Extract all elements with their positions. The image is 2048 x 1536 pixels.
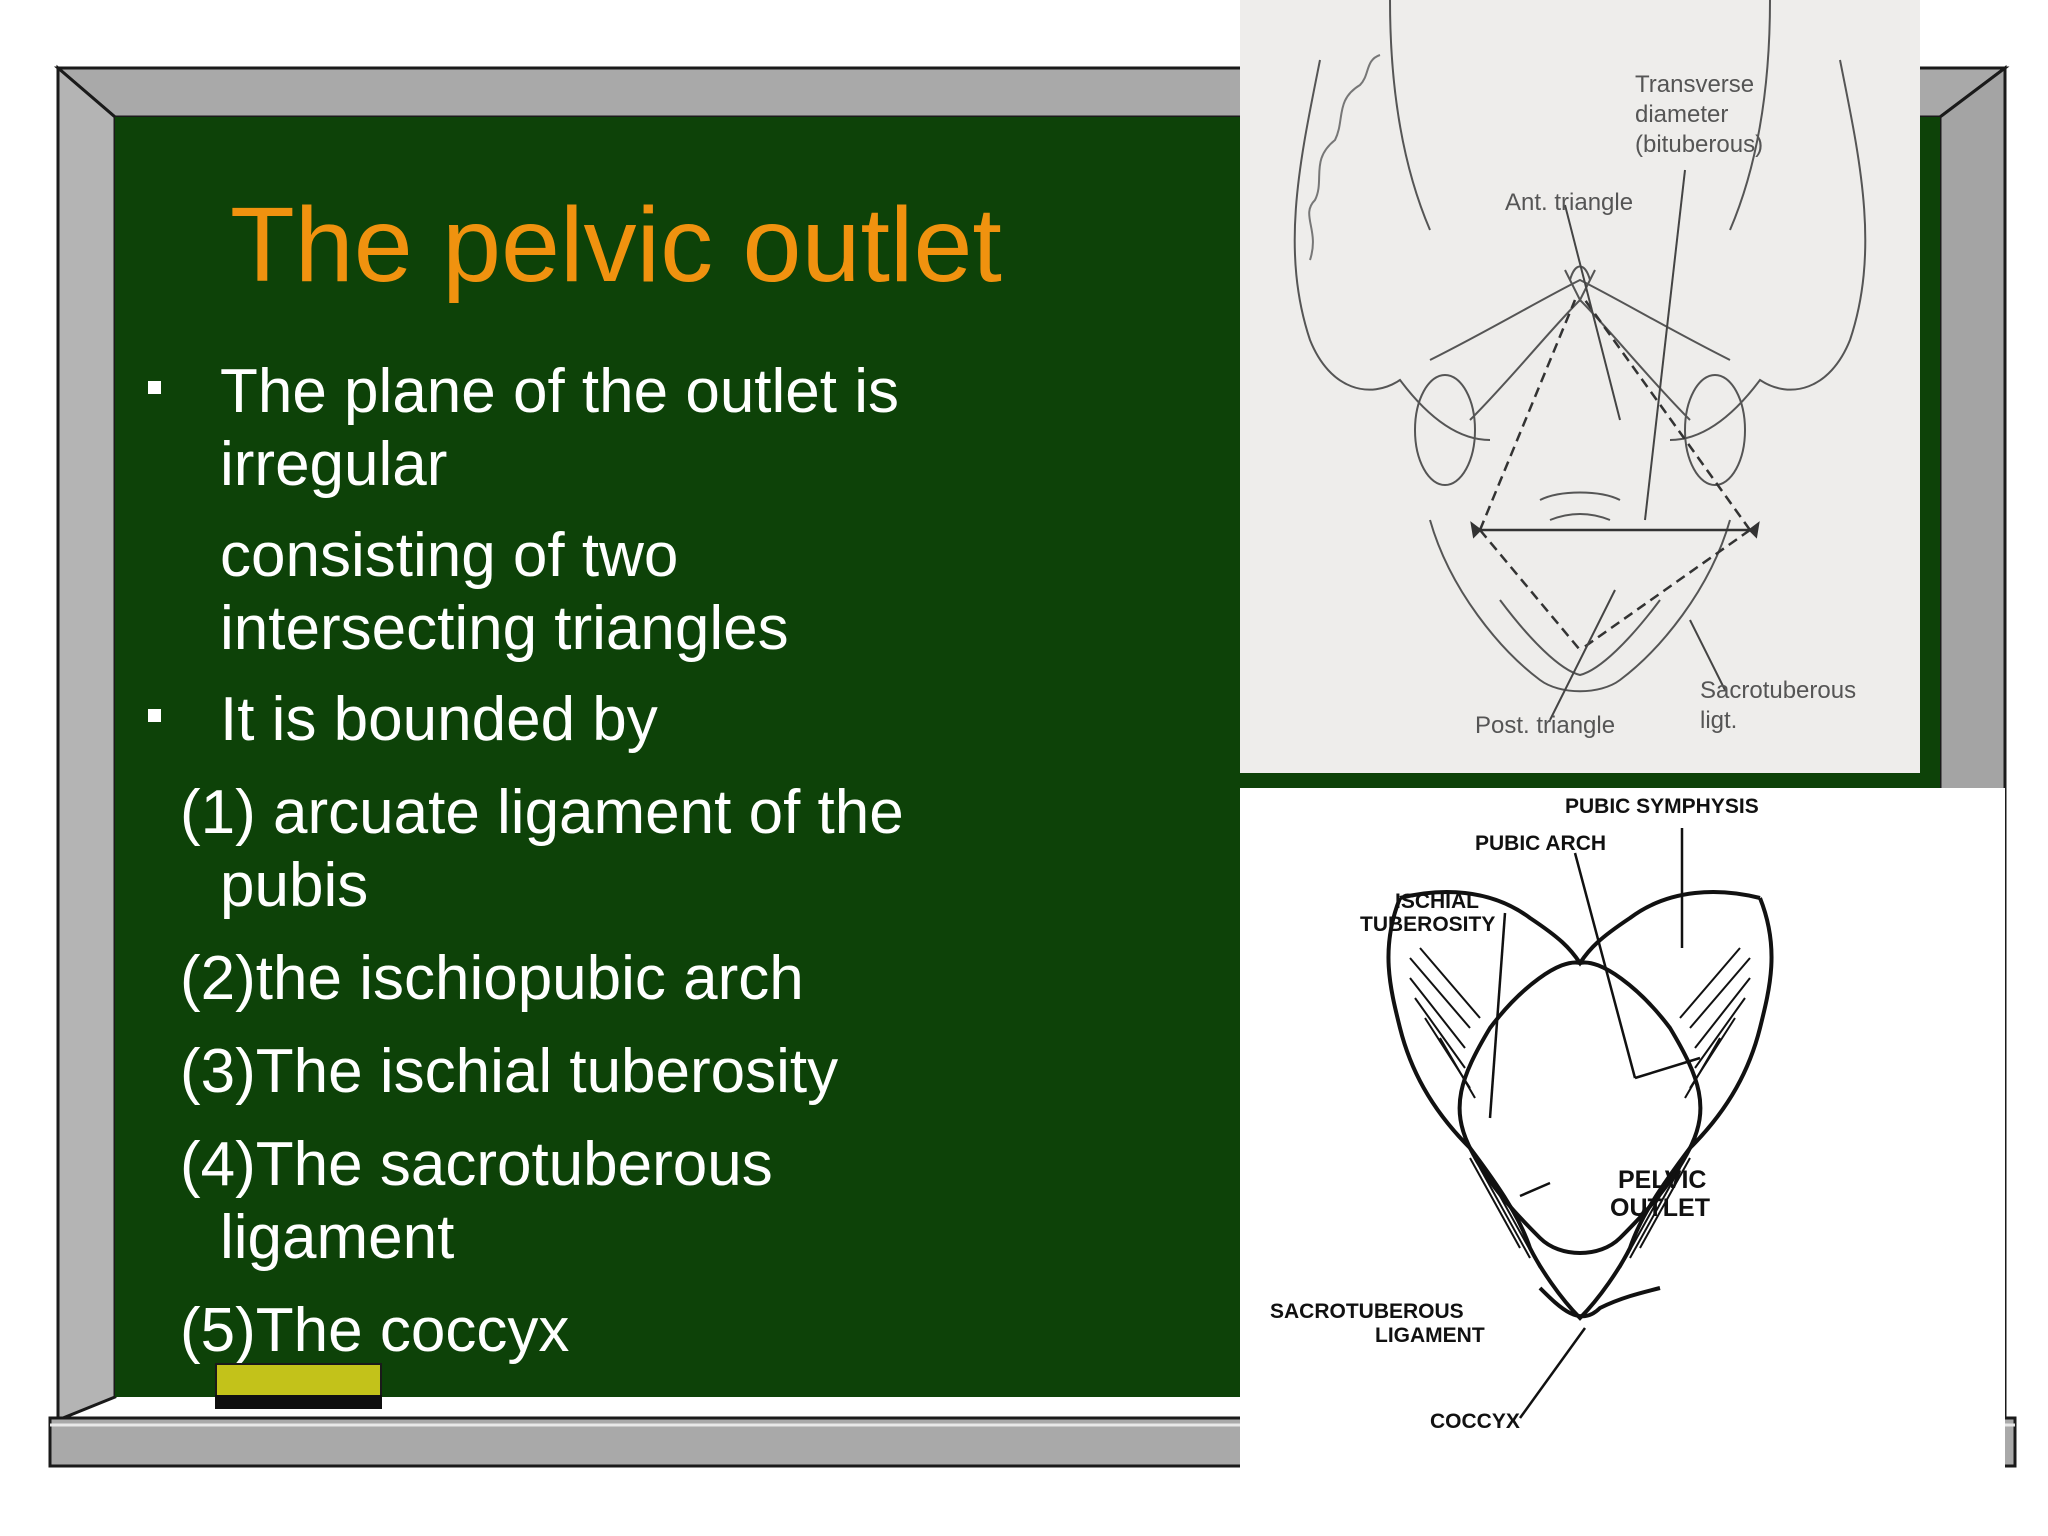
handwritten-signature [1308, 54, 1381, 261]
label-sacrotuberous-ligt: ligt. [1700, 707, 1737, 734]
bullet-text-line: consisting of two [220, 521, 679, 590]
label-transverse-diameter: Transverse [1635, 71, 1754, 98]
square-bullet-icon [148, 709, 161, 722]
pelvis-sketch-illustration: Transverse diameter (bituberous) Ant. tr… [1293, 0, 1867, 739]
label-sacrotuberous-ligt: Sacrotuberous [1700, 677, 1856, 704]
boundary-text-line: (5)The coccyx [180, 1296, 570, 1365]
pelvis-ink-illustration: PUBIC SYMPHYSIS PUBIC ARCH ISCHIAL TUBER… [1270, 795, 1774, 1433]
chalk-eraser-base [215, 1395, 382, 1409]
continuation-text: consisting of two intersecting triangles [140, 519, 1240, 665]
boundary-item: (3)The ischial tuberosity [140, 1035, 1240, 1108]
slide-title: The pelvic outlet [230, 186, 1002, 304]
label-pelvic-outlet: OUTLET [1610, 1194, 1710, 1222]
bullet-text-line: The plane of the outlet is [220, 357, 900, 426]
chalk-eraser-icon [215, 1363, 382, 1397]
bullet-text-line: intersecting triangles [220, 594, 789, 663]
boundary-text-line: (2)the ischiopubic arch [180, 944, 804, 1013]
boundary-item: (4)The sacrotuberous ligament [140, 1128, 1240, 1274]
label-pubic-arch: PUBIC ARCH [1475, 832, 1606, 855]
label-ant-triangle: Ant. triangle [1505, 189, 1633, 216]
boundary-item: (1) arcuate ligament of the pubis [140, 776, 1240, 922]
boundary-item: (2)the ischiopubic arch [140, 942, 1240, 1015]
boundary-text-line: (1) arcuate ligament of the [180, 778, 904, 847]
label-transverse-diameter: diameter [1635, 101, 1728, 128]
label-post-triangle: Post. triangle [1475, 712, 1615, 739]
label-ischial-tuberosity: ISCHIAL [1395, 890, 1479, 913]
label-sacrotuberous-ligament: SACROTUBEROUS [1270, 1300, 1464, 1323]
label-transverse-diameter: (bituberous) [1635, 131, 1763, 158]
boundary-text-line: (4)The sacrotuberous [180, 1130, 773, 1199]
label-sacrotuberous-ligament: LIGAMENT [1375, 1324, 1485, 1347]
label-coccyx: COCCYX [1430, 1410, 1520, 1433]
pelvic-outlet-triangles-figure: Transverse diameter (bituberous) Ant. tr… [1240, 0, 1920, 773]
bullet-text-line: It is bounded by [220, 685, 658, 754]
label-pelvic-outlet: PELVIC [1618, 1166, 1706, 1194]
bullet-point: It is bounded by [140, 683, 1240, 756]
bullet-text-line: irregular [220, 430, 448, 499]
boundary-text-line: pubis [220, 851, 369, 920]
square-bullet-icon [148, 381, 161, 394]
label-pubic-symphysis: PUBIC SYMPHYSIS [1565, 795, 1759, 818]
pelvic-outlet-labeled-figure: PUBIC SYMPHYSIS PUBIC ARCH ISCHIAL TUBER… [1240, 788, 2005, 1468]
bullet-point: The plane of the outlet is irregular [140, 355, 1240, 501]
label-ischial-tuberosity: TUBEROSITY [1360, 913, 1495, 936]
boundary-text-line: ligament [220, 1203, 455, 1272]
boundary-text-line: (3)The ischial tuberosity [180, 1037, 839, 1106]
boundary-item: (5)The coccyx [140, 1294, 1240, 1367]
slide-body: The plane of the outlet is irregular con… [140, 355, 1240, 1367]
